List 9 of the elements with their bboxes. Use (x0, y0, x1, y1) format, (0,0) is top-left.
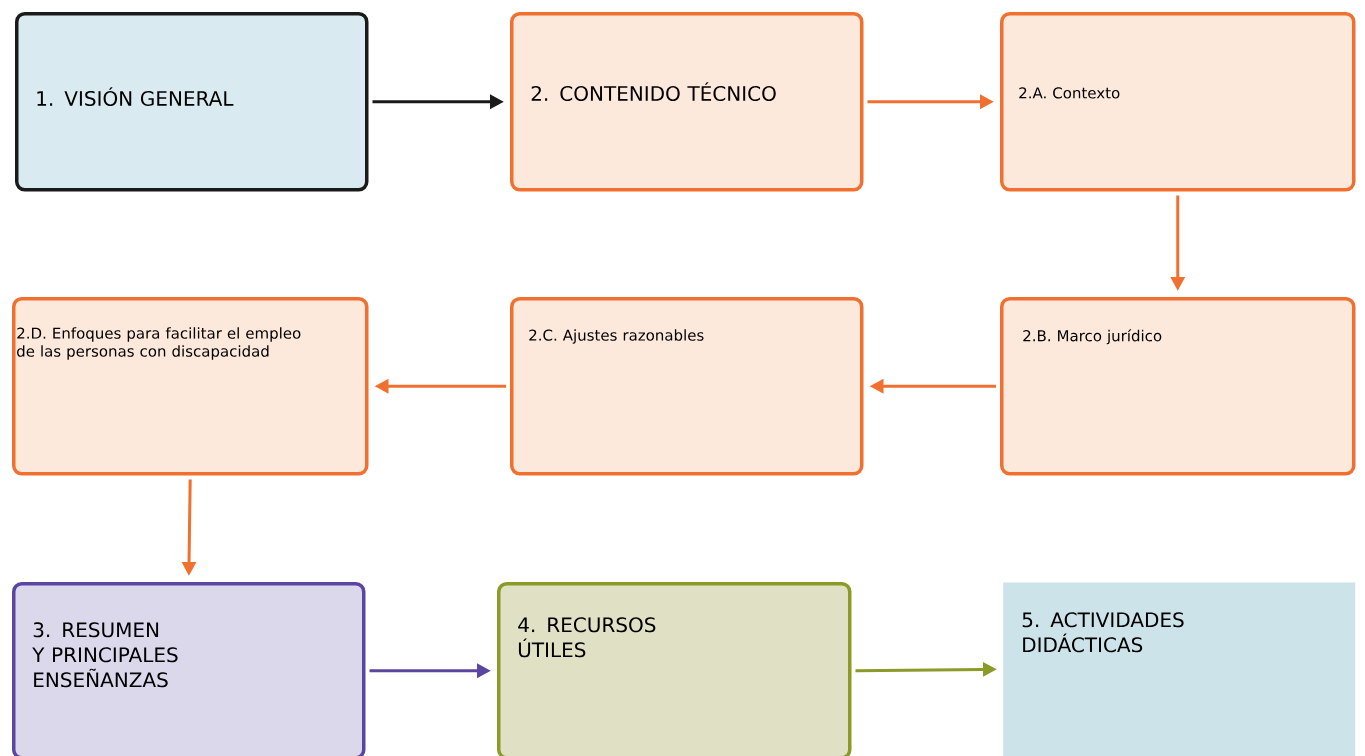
process-box: 4. RECURSOS ÚTILES (497, 582, 852, 756)
process-box: 3. RESUMEN Y PRINCIPALES ENSEÑANZAS (12, 582, 366, 756)
process-box: 5. ACTIVIDADES DIDÁCTICAS (1003, 582, 1356, 756)
process-box: 2.D. Enfoques para facilitar el empleo de las personas con discapacidad (12, 297, 369, 476)
process-box: 1. VISIÓN GENERAL (15, 12, 369, 192)
process-box: 2.B. Marco jurídico (1000, 297, 1356, 476)
process-box: 2.A. Contexto (1000, 12, 1356, 192)
process-box: 2. CONTENIDO TÉCNICO (510, 12, 864, 192)
process-box: 2.C. Ajustes razonables (510, 297, 864, 476)
